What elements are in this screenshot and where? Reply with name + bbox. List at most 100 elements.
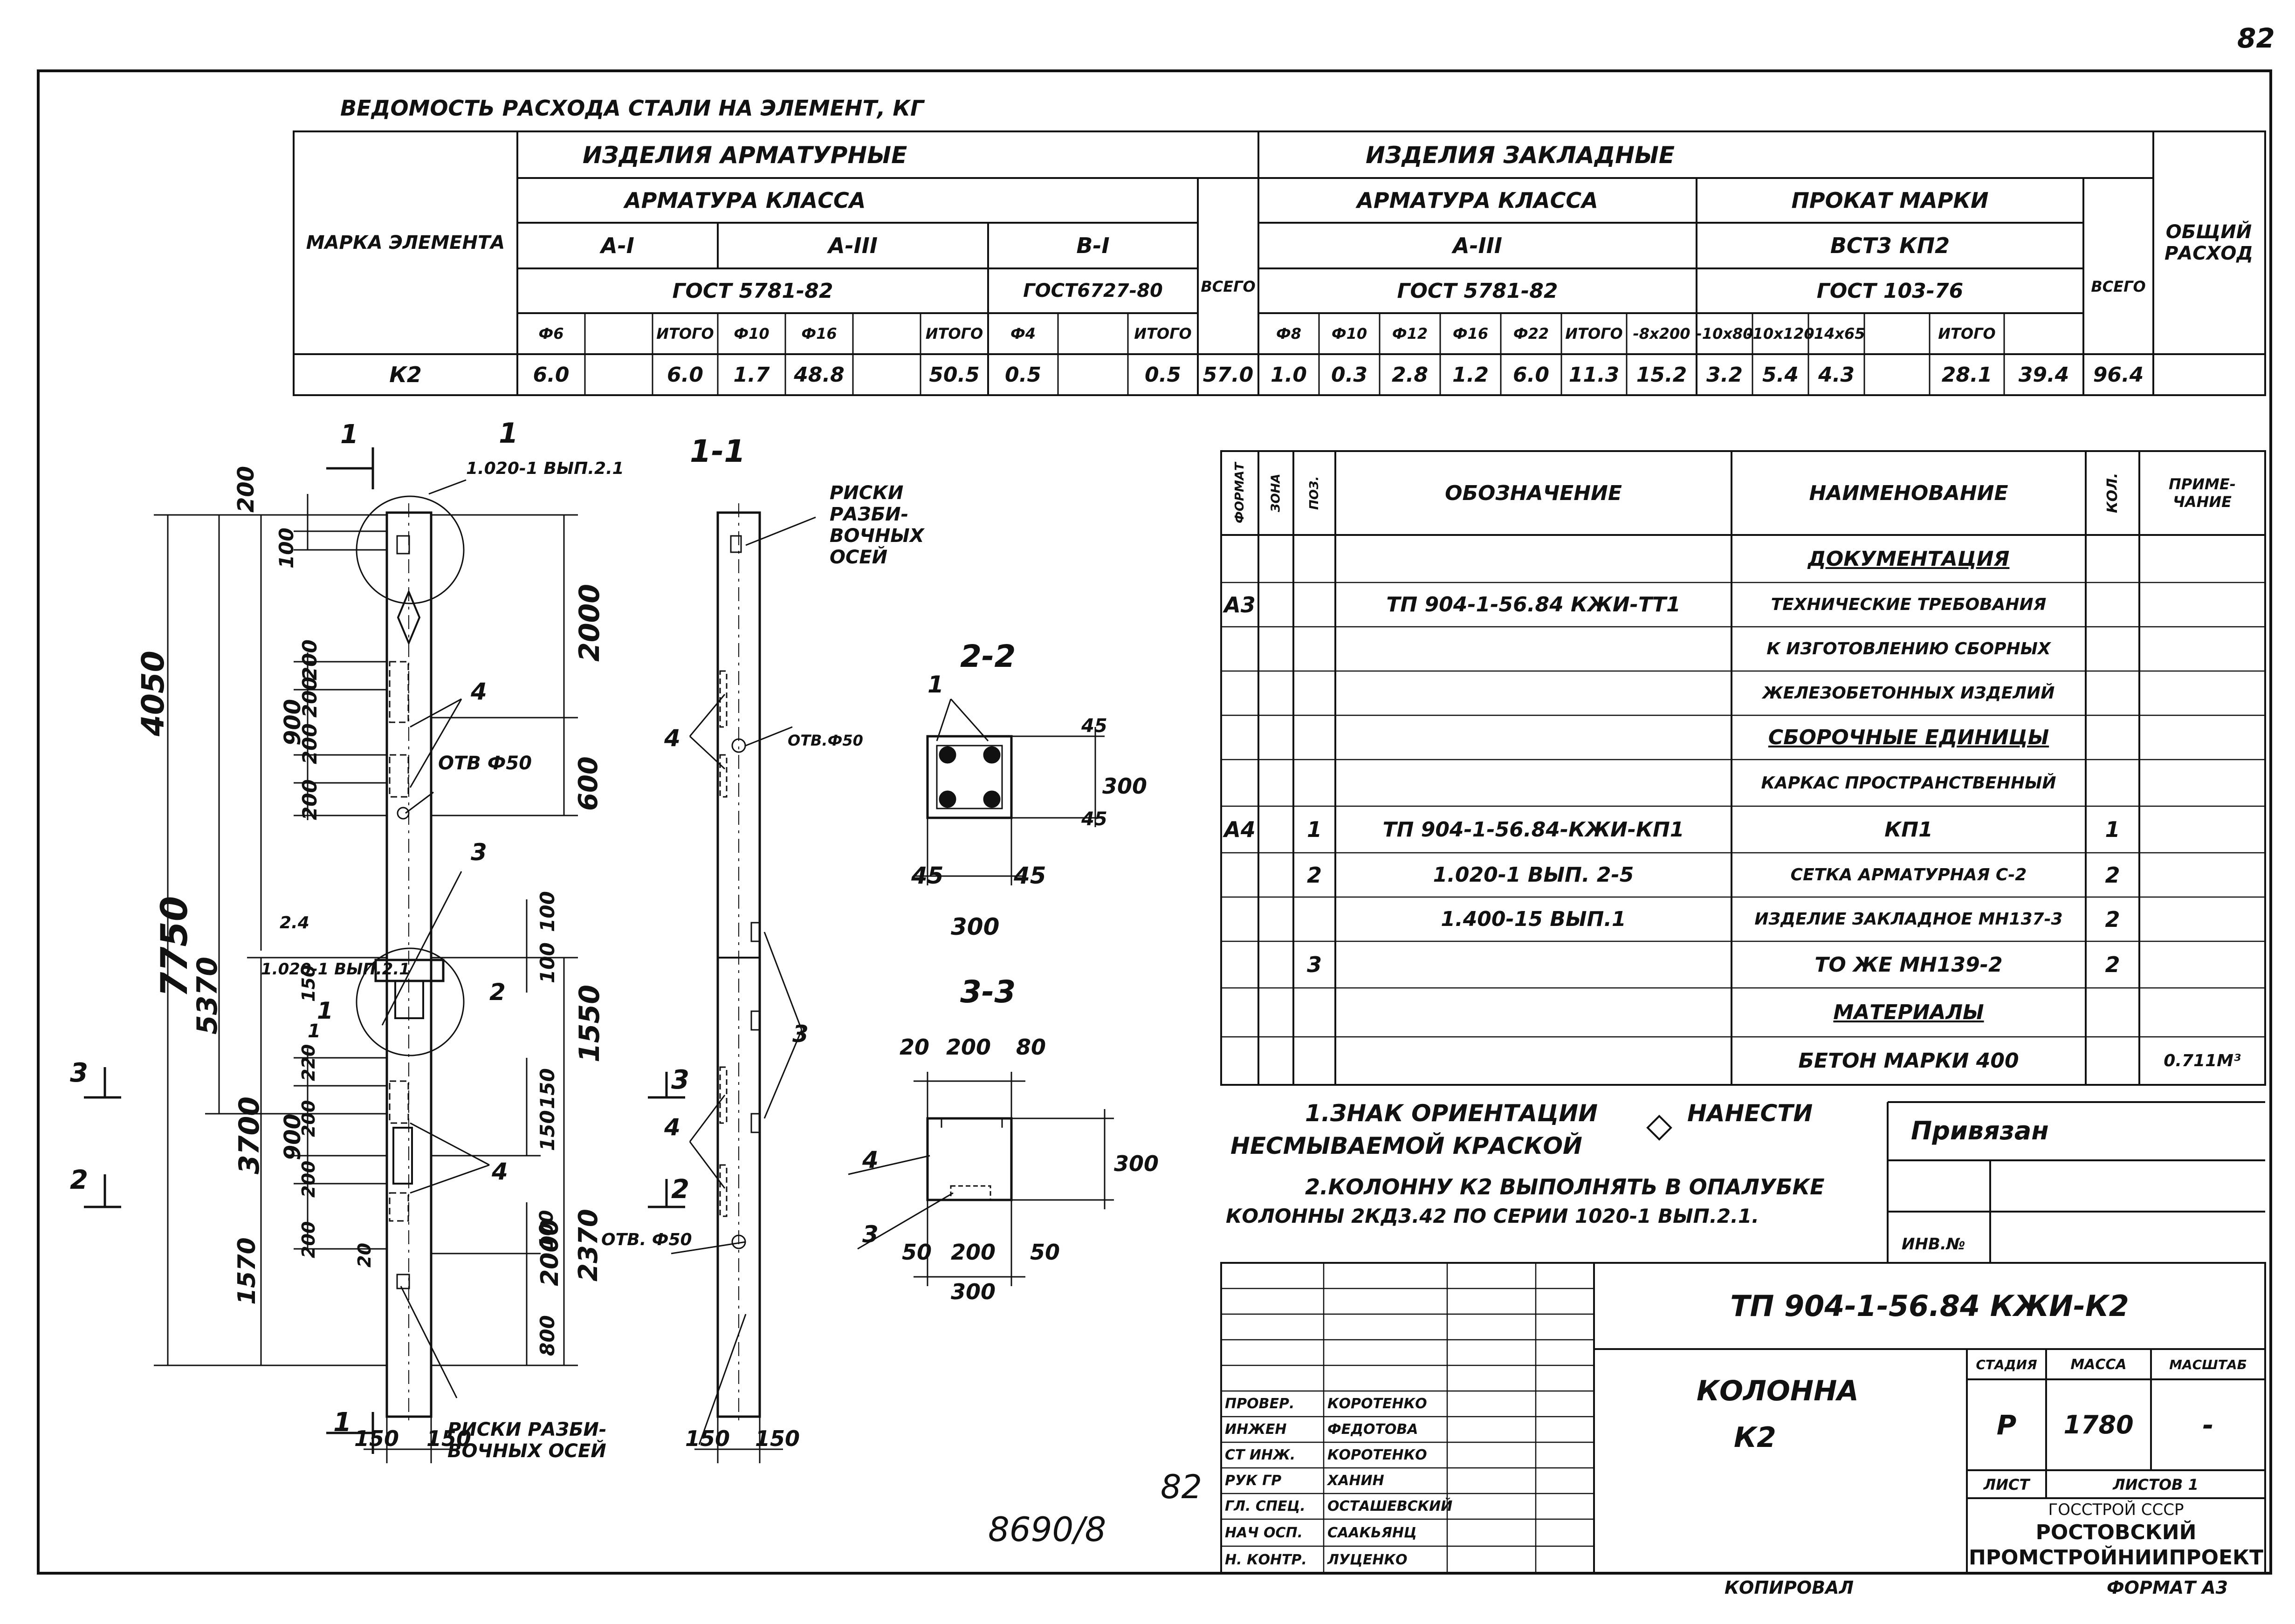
dim-right: 100 [536, 891, 559, 932]
dim-left: 200 [298, 779, 321, 820]
sheet-label: ЛИСТ [1983, 1476, 2030, 1494]
sec22-d300-v: 300 [1102, 774, 1148, 799]
mark-header: МАРКА ЭЛЕМЕНТА [306, 232, 505, 254]
steel-subheader-cell: Ф12 [1392, 325, 1428, 343]
cls-a3: А-III [828, 233, 878, 258]
tb-name: КОРОТЕНКО [1327, 1396, 1427, 1412]
column-side-view [716, 503, 761, 1426]
pos1-front: 1 [317, 997, 333, 1024]
sheet-frame [37, 69, 2272, 1575]
spec-cell-n: ЖЕЛЕЗОБЕТОННЫХ ИЗДЕЛИЙ [1762, 684, 2055, 703]
steel-subheader-cell [1058, 313, 1128, 354]
spec-h-format: ФОРМАТ [1233, 462, 1247, 524]
spec-cell-n: ИЗДЕЛИЕ ЗАКЛАДНОЕ МН137-3 [1754, 910, 2063, 929]
spec-cell-z [1258, 806, 1293, 853]
org-1: ГОССТРОЙ СССР [2048, 1501, 2184, 1519]
spec-cell-d [1335, 535, 1732, 582]
spec-cell-f [1221, 1037, 1258, 1085]
spec-cell-n: ТЕХНИЧЕСКИЕ ТРЕБОВАНИЯ [1771, 595, 2047, 614]
tb-name: СААКЬЯНЦ [1327, 1524, 1417, 1541]
steel-subheader-cell: -14х65 [1807, 325, 1865, 343]
spec-h-pos: ПОЗ. [1307, 476, 1321, 510]
sec-33-label: 3-3 [960, 974, 1016, 1010]
steel-value-cell: 50.5 [929, 363, 980, 387]
dim-right: 600 [573, 756, 604, 811]
embed-header: ИЗДЕЛИЯ ЗАКЛАДНЫЕ [1366, 142, 1675, 169]
spec-cell-p [1293, 535, 1335, 582]
spec-cell-n: КП1 [1884, 817, 1933, 842]
steel-subheader-cell: Ф22 [1513, 325, 1549, 343]
spec-cell-r [2139, 897, 2265, 941]
tb-name: ХАНИН [1327, 1473, 1384, 1489]
spec-cell-r [2139, 806, 2265, 853]
spec-h-name: НАИМЕНОВАНИЕ [1809, 481, 2008, 505]
spec-cell-d: ТП 904-1-56.84-КЖИ-КП1 [1382, 817, 1684, 842]
spec-cell-r: 0.711М³ [2164, 1051, 2241, 1070]
steel-value-cell [1864, 354, 1930, 395]
side-d150-r: 150 [755, 1426, 800, 1451]
spec-cell-q: 2 [2105, 862, 2120, 888]
steel-subheader-cell: ИТОГО [1134, 325, 1192, 343]
sec33-d80: 80 [1016, 1035, 1046, 1060]
steel-subheader-cell: -8х200 [1633, 325, 1690, 343]
tb-role: Н. КОНТР. [1225, 1551, 1307, 1568]
otv50-side: ОТВ.Ф50 [788, 732, 863, 749]
sec-11-label: 1-1 [690, 433, 746, 469]
embed-class: АРМАТУРА КЛАССА [1357, 188, 1598, 213]
tb-role: СТ ИНЖ. [1225, 1447, 1296, 1463]
spec-h-qty: КОЛ. [2104, 473, 2121, 514]
element-name-2: К2 [1734, 1421, 1776, 1454]
section-3-3 [848, 1072, 1114, 1286]
spec-cell-r [2139, 988, 2265, 1037]
spec-cell-f [1221, 760, 1258, 806]
reinf-class: АРМАТУРА КЛАССА [625, 188, 866, 213]
tb-name: КОРОТЕНКО [1327, 1447, 1427, 1463]
spec-cell-d [1335, 627, 1732, 671]
spec-cell-q: 2 [2105, 906, 2120, 932]
spec-cell-q [2086, 627, 2139, 671]
tb-role: ИНЖЕН [1225, 1421, 1287, 1438]
steel-value-cell: 6.0 [667, 363, 703, 387]
tb-name: ЛУЦЕНКО [1327, 1551, 1408, 1568]
spec-cell-p [1293, 627, 1335, 671]
spec-cell-q: 2 [2105, 952, 2120, 977]
tb-role: НАЧ ОСП. [1225, 1524, 1303, 1541]
steel-value-cell: 1.7 [733, 363, 770, 387]
spec-cell-z [1258, 671, 1293, 715]
side-leaders [671, 516, 816, 1463]
cls-st: ВСТ3 КП2 [1830, 233, 1950, 258]
kopiroval: КОПИРОВАЛ [1725, 1577, 1854, 1598]
spec-cell-r [2139, 760, 2265, 806]
spec-cell-f [1221, 535, 1258, 582]
steel-subheader-cell: Ф8 [1276, 325, 1301, 343]
stage-value: Р [1996, 1409, 2017, 1441]
spec-cell-z [1258, 1037, 1293, 1085]
spec-cell-p [1293, 715, 1335, 760]
spec-table-grid [1220, 450, 2266, 1086]
org-3: ПРОМСТРОЙНИИПРОЕКТ [1968, 1545, 2264, 1569]
dim-left: 220 [298, 1044, 319, 1081]
steel-table-grid [293, 130, 2266, 396]
sec33-d300-v: 300 [1114, 1151, 1159, 1176]
spec-cell-n: К ИЗГОТОВЛЕНИЮ СБОРНЫХ [1766, 639, 2051, 658]
pos4-sec33: 4 [862, 1146, 879, 1173]
inv-no-label: ИНВ.№ [1902, 1235, 1965, 1254]
spec-cell-d: ТП 904-1-56.84 КЖИ-ТТ1 [1386, 593, 1681, 617]
spec-cell-f [1221, 988, 1258, 1037]
section-2-2 [914, 699, 1105, 885]
sec3-marker-side: 3 [671, 1065, 689, 1095]
steel-subheader-cell: Ф16 [1452, 325, 1489, 343]
dim-left-label: 1 [308, 1021, 321, 1042]
spec-cell-p [1293, 671, 1335, 715]
steel-value-cell: 96.4 [2093, 363, 2144, 387]
gost-st: ГОСТ 103-76 [1816, 279, 1964, 303]
steel-value-cell: 15.2 [1636, 363, 1687, 387]
spec-cell-z [1258, 535, 1293, 582]
spec-cell-d [1335, 941, 1732, 988]
dim-left: 20 [354, 1243, 375, 1268]
steel-table-subcols [584, 313, 2005, 395]
steel-value-cell: 0.5 [1005, 363, 1041, 387]
spec-cell-z [1258, 988, 1293, 1037]
mass-header: МАССА [2070, 1357, 2127, 1373]
sec33-d50-r: 50 [1030, 1240, 1060, 1265]
